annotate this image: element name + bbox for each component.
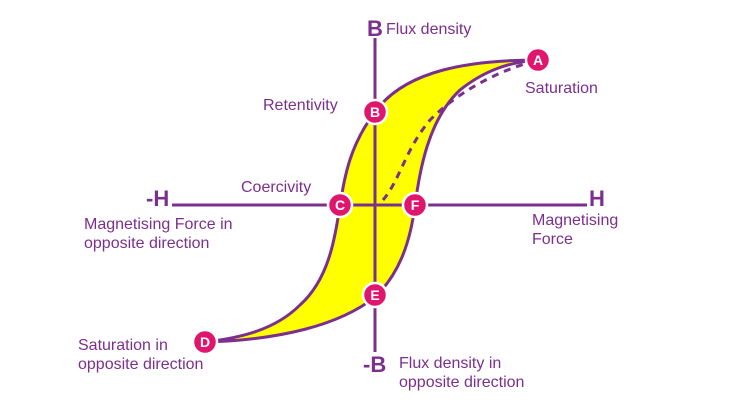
- label-saturation-opp-2: opposite direction: [78, 356, 203, 373]
- axis-h-neg-label-1: Magnetising Force in: [84, 216, 233, 233]
- axis-h-pos-label-1: Magnetising: [532, 212, 618, 229]
- initial-magnetisation-curve: [381, 58, 539, 201]
- axis-b-neg-label-2: opposite direction: [399, 374, 524, 391]
- svg-text:B: B: [370, 104, 380, 120]
- label-saturation-opp-1: Saturation in: [78, 337, 168, 354]
- label-coercivity: Coercivity: [241, 179, 311, 196]
- point-f: F: [401, 191, 429, 219]
- point-b: B: [361, 98, 389, 126]
- svg-text:E: E: [370, 287, 379, 303]
- axis-h-neg: -H: [146, 186, 169, 211]
- axis-h-pos: H: [589, 186, 605, 211]
- axis-b-neg: -B: [363, 352, 386, 377]
- axis-h-neg-label-2: opposite direction: [84, 235, 209, 252]
- axis-b-neg-label-1: Flux density in: [399, 355, 501, 372]
- label-retentivity: Retentivity: [263, 97, 338, 114]
- label-saturation: Saturation: [525, 80, 598, 97]
- axis-b-pos: B: [367, 16, 383, 41]
- axis-b-pos-label: Flux density: [386, 21, 471, 38]
- point-c: C: [326, 191, 354, 219]
- point-a: A: [524, 46, 552, 74]
- point-d: D: [191, 328, 219, 356]
- axis-h-pos-label-2: Force: [532, 231, 573, 248]
- point-e: E: [361, 281, 389, 309]
- svg-text:A: A: [533, 52, 543, 68]
- svg-text:D: D: [200, 334, 210, 350]
- svg-text:F: F: [411, 197, 420, 213]
- svg-text:C: C: [335, 197, 345, 213]
